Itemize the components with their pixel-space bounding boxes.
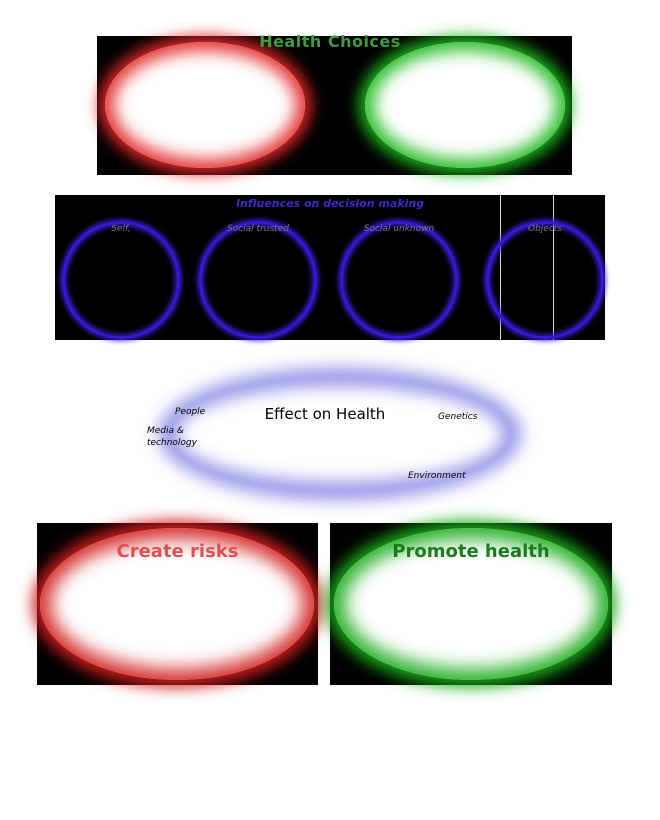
influence-circle [486, 221, 604, 339]
influence-item-social-trusted: Social trusted [199, 221, 317, 339]
influence-label: Self, [111, 224, 131, 234]
effect-label-genetics: Genetics [438, 412, 478, 422]
influence-item-self: Self, [62, 221, 180, 339]
effect-label-people: People [175, 407, 206, 417]
effect-label-environment: Environment [408, 471, 466, 481]
influence-circle [62, 221, 180, 339]
promote-health-panel: Promote health [330, 523, 612, 685]
create-risks-ellipse [40, 528, 314, 680]
influence-circle [199, 221, 317, 339]
choice-ellipse-green [365, 42, 565, 168]
promote-health-title: Promote health [392, 541, 550, 562]
influences-panel: Influences on decision making Self, Soci… [55, 195, 605, 340]
effect-label-media-technology: Media & technology [147, 426, 197, 449]
create-risks-panel: Create risks [37, 523, 318, 685]
influence-label: Objects [527, 224, 562, 234]
health-choices-panel [97, 36, 572, 175]
promote-health-ellipse [334, 528, 608, 680]
influences-title: Influences on decision making [235, 197, 425, 210]
influence-circle [340, 221, 458, 339]
choice-ellipse-red [105, 42, 305, 168]
influence-item-social-unknown: Social unknown [340, 221, 458, 339]
influence-label: Social unknown [363, 224, 435, 234]
effect-title: Effect on Health [264, 405, 386, 423]
influence-label: Social trusted [227, 224, 289, 234]
create-risks-title: Create risks [116, 541, 239, 562]
effect-ellipse [168, 377, 512, 491]
page-title: Health Choices [259, 32, 401, 51]
influence-item-objects: Objects [486, 221, 604, 339]
